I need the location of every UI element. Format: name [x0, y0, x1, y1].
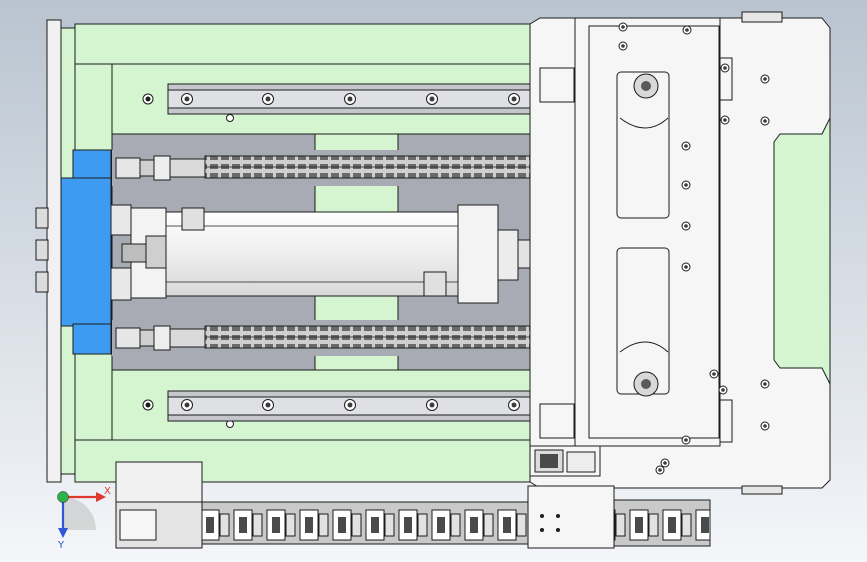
carriage-hole-center [621, 25, 625, 29]
carriage-hole-center [684, 265, 688, 269]
carriage-hole-center [684, 224, 688, 228]
rail-bolt-center [184, 402, 190, 408]
plate-hole [226, 114, 234, 122]
carriage-hole-center [763, 119, 767, 123]
carriage-hole-center [723, 118, 727, 122]
lead-screw-bottom [112, 320, 531, 356]
carriage-plate [529, 11, 831, 495]
rail-bolt-center [429, 402, 435, 408]
linear-rail-top [167, 83, 531, 115]
carriage-hole-center [763, 382, 767, 386]
linear-rail-bottom [167, 390, 531, 422]
carriage-hole-center [684, 183, 688, 187]
carriage-hole-center [621, 44, 625, 48]
rail-bolt-center [184, 96, 190, 102]
cable-chain [115, 461, 711, 549]
rail-bolt-center [511, 402, 517, 408]
lead-screw-top [112, 150, 531, 186]
carriage-hole-center [712, 372, 716, 376]
carriage-hole-center [721, 388, 725, 392]
rail-bolt-center [429, 96, 435, 102]
carriage-hole-center [658, 468, 662, 472]
carriage-hole-center [684, 144, 688, 148]
rail-bolt-center [265, 402, 271, 408]
carriage-hole-center [723, 66, 727, 70]
rail-bolt-center [347, 402, 353, 408]
carriage-hole-center [763, 77, 767, 81]
blue-end-block [35, 149, 112, 355]
carriage-hole-center [763, 424, 767, 428]
x-axis-label: X [104, 486, 111, 497]
carriage-hole-center [685, 28, 689, 32]
rail-bolt-center [347, 96, 353, 102]
y-axis-label: Y [57, 540, 65, 551]
coordinate-triad: X Y [57, 486, 111, 551]
rail-bolt-center [511, 96, 517, 102]
plate-hole [226, 420, 234, 428]
carriage-hole-center [684, 438, 688, 442]
rail-bolt-center [265, 96, 271, 102]
carriage-hole-center [663, 461, 667, 465]
pneumatic-cylinder [110, 204, 531, 304]
